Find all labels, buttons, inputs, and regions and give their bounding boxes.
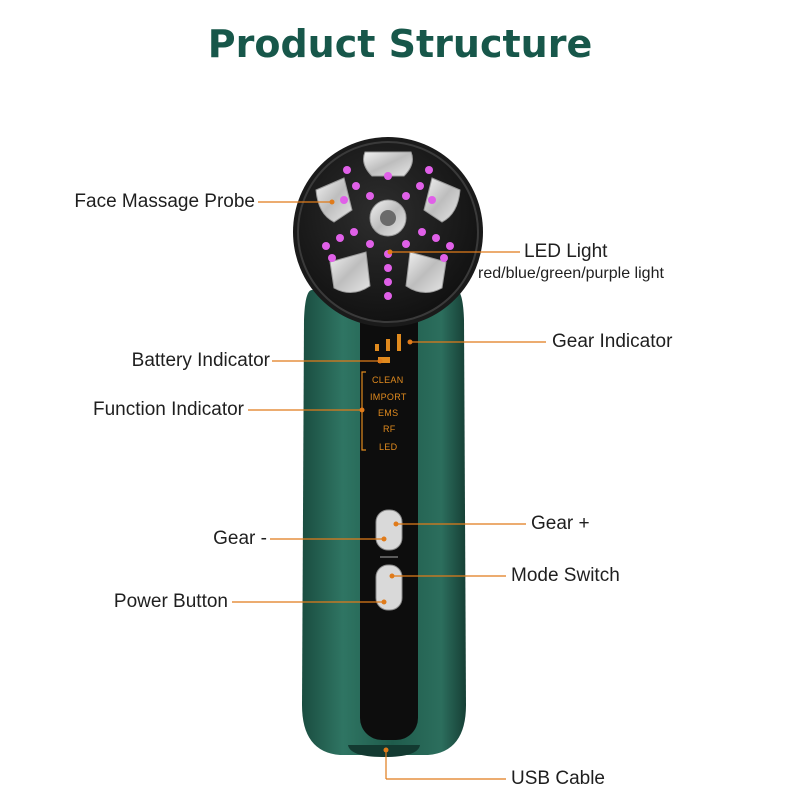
label-mode-switch: Mode Switch (511, 565, 620, 586)
page-title: Product Structure (207, 22, 593, 66)
function-mode-ems: EMS (378, 408, 399, 418)
label-led-light: LED Light (524, 241, 608, 262)
label-function-indicator: Function Indicator (92, 399, 244, 420)
battery-indicator-icon (378, 357, 390, 363)
face-massage-probe-head (293, 137, 483, 327)
gear-indicator-bars (375, 334, 401, 351)
function-mode-rf: RF (383, 424, 396, 434)
label-face-massage-probe: Face Massage Probe (74, 191, 255, 212)
function-mode-clean: CLEAN (372, 375, 404, 385)
label-power-button: Power Button (113, 591, 228, 612)
label-gear-plus: Gear + (531, 513, 590, 534)
label-battery-indicator: Battery Indicator (131, 350, 270, 371)
function-mode-led: LED (379, 442, 398, 452)
function-mode-import: IMPORT (370, 392, 407, 402)
label-gear-minus: Gear - (213, 528, 267, 549)
label-led-light-detail: red/blue/green/purple light (478, 265, 664, 282)
leader-lines (232, 199, 546, 780)
label-gear-indicator: Gear Indicator (552, 331, 673, 352)
label-usb-cable: USB Cable (511, 768, 605, 789)
led-light-dots (322, 166, 454, 300)
